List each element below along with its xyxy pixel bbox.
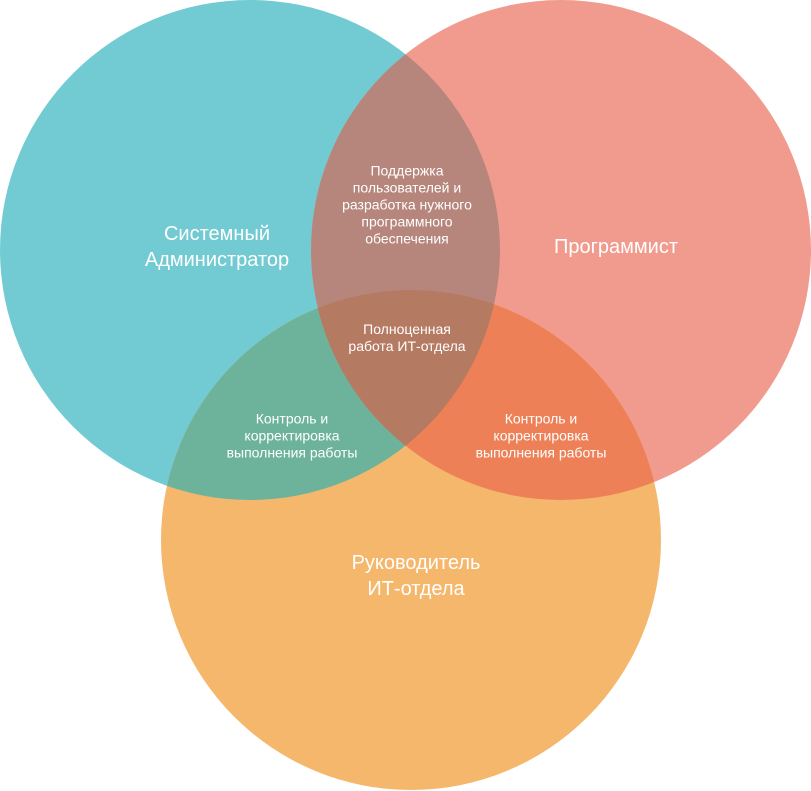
label-line: разработка нужного <box>342 196 472 213</box>
label-line: программного <box>361 213 453 230</box>
label-line: Администратор <box>144 249 290 271</box>
label-line: Программист <box>554 236 678 258</box>
label-line: обеспечения <box>365 230 449 247</box>
label-sysadmin-manager: Контроль и корректировка выполнения рабо… <box>227 411 358 462</box>
label-line: Поддержка <box>370 162 444 179</box>
label-line: Контроль и <box>255 410 329 427</box>
label-line: работа ИТ-отдела <box>348 338 466 354</box>
label-line: Руководитель <box>351 552 481 574</box>
label-all: Полноценная работа ИТ-отдела <box>348 321 465 355</box>
label-line: Контроль и <box>504 410 578 427</box>
label-line: корректировка <box>493 427 589 444</box>
label-line: выполнения работы <box>226 444 358 461</box>
region-programmer-manager <box>311 290 661 500</box>
label-sysadmin: Системный Администратор <box>145 221 289 273</box>
label-programmer-manager: Контроль и корректировка выполнения рабо… <box>476 411 607 462</box>
label-line: Системный <box>163 223 271 245</box>
label-programmer: Программист <box>554 234 678 260</box>
label-line: Полноценная <box>363 321 451 337</box>
label-manager: Руководитель ИТ-отдела <box>352 550 481 602</box>
label-line: пользователей и <box>352 179 462 196</box>
label-line: корректировка <box>244 427 340 444</box>
label-sysadmin-programmer: Поддержка пользователей и разработка нуж… <box>342 163 472 248</box>
region-sysadmin-manager <box>161 290 500 500</box>
label-line: ИТ-отдела <box>367 578 465 600</box>
label-line: выполнения работы <box>475 444 607 461</box>
